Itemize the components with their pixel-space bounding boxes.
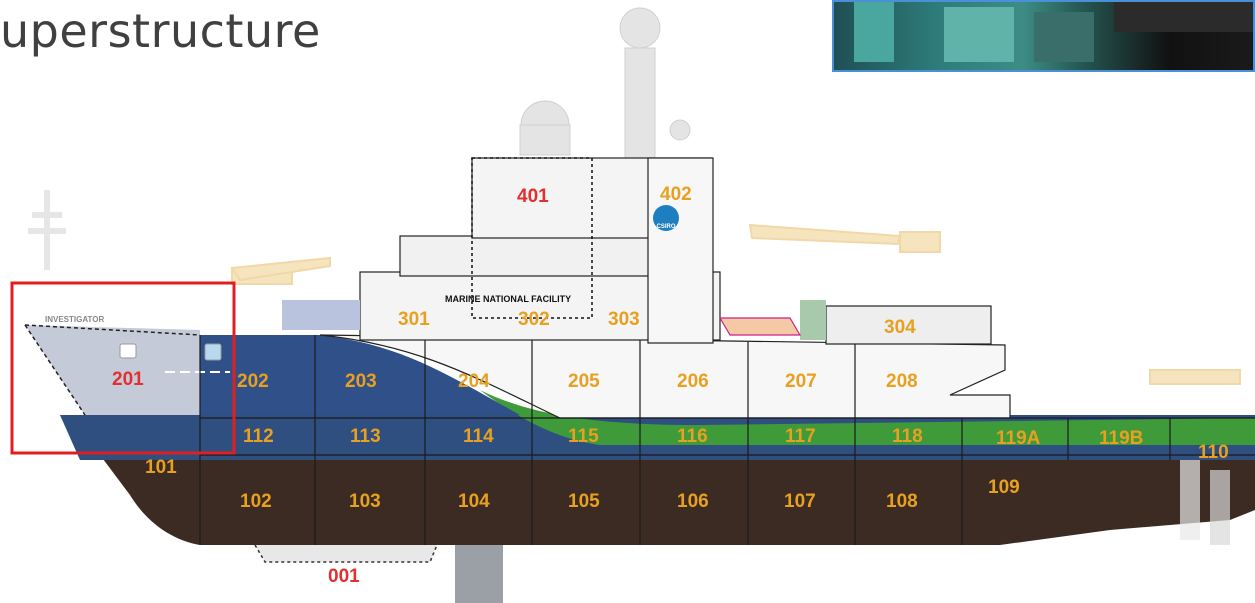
- label-116: 116: [677, 426, 708, 447]
- label-114: 114: [463, 426, 494, 447]
- label-103: 103: [349, 491, 381, 512]
- label-202: 202: [237, 371, 269, 392]
- label-106: 106: [677, 491, 709, 512]
- keel-pillar: [455, 545, 503, 603]
- facility-label: MARINE NATIONAL FACILITY: [445, 294, 571, 304]
- label-108: 108: [886, 491, 918, 512]
- compartment-labels: 201 202 203 204 205 206 207 208 112 113 …: [112, 184, 1229, 587]
- highlight-box: [10, 281, 236, 455]
- label-117: 117: [785, 426, 816, 447]
- hull-upper-blue: [200, 335, 520, 415]
- label-204: 204: [458, 371, 490, 392]
- label-203: 203: [345, 371, 377, 392]
- label-102: 102: [240, 491, 272, 512]
- label-301: 301: [398, 309, 430, 330]
- label-001: 001: [328, 566, 360, 587]
- waterline-green: [480, 390, 1255, 445]
- label-104: 104: [458, 491, 490, 512]
- label-304: 304: [884, 317, 916, 338]
- hull-lower: [100, 455, 1255, 545]
- radar-mast: [519, 7, 691, 159]
- label-110: 110: [1198, 442, 1229, 463]
- label-302: 302: [518, 309, 550, 330]
- label-201: 201: [112, 369, 144, 390]
- background-mast-left: [28, 190, 66, 270]
- label-107: 107: [784, 491, 816, 512]
- label-402: 402: [660, 184, 692, 205]
- ship-photo-thumbnail: [832, 0, 1255, 72]
- bow-ship-name: INVESTIGATOR: [45, 315, 104, 324]
- label-101: 101: [145, 457, 177, 478]
- label-118: 118: [892, 426, 923, 447]
- bow-section: [25, 325, 200, 415]
- label-105: 105: [568, 491, 600, 512]
- compartment-grid: [199, 335, 1255, 545]
- label-207: 207: [785, 371, 817, 392]
- label-303: 303: [608, 309, 640, 330]
- label-206: 206: [677, 371, 709, 392]
- logo-text: CSIRO: [656, 224, 675, 230]
- slide-title: uperstructure: [0, 4, 321, 58]
- csiro-logo: [653, 205, 679, 231]
- label-208: 208: [886, 371, 918, 392]
- label-109: 109: [988, 477, 1020, 498]
- label-119b: 119B: [1099, 428, 1143, 449]
- background-cranes: [230, 223, 1241, 385]
- hull-upper-white: [319, 334, 1011, 419]
- label-205: 205: [568, 371, 600, 392]
- label-401: 401: [517, 186, 549, 207]
- compartment-001-outline: [254, 544, 438, 563]
- label-112: 112: [243, 426, 274, 447]
- label-115: 115: [568, 426, 599, 447]
- label-119a: 119A: [996, 428, 1041, 449]
- label-113: 113: [350, 426, 381, 447]
